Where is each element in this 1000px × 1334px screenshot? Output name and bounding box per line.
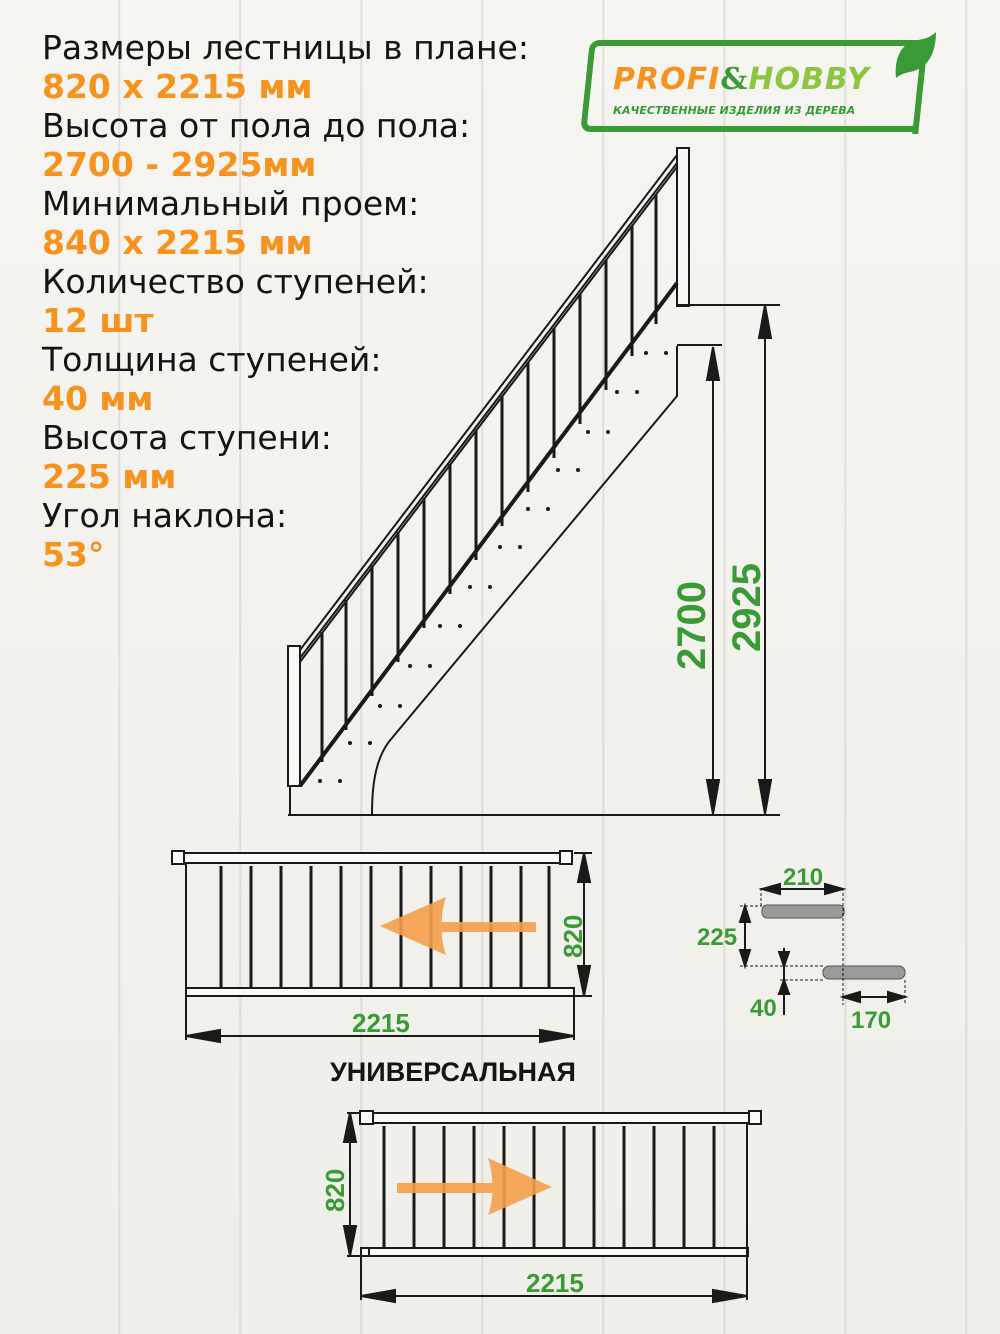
plan-right-length-label: 2215 <box>526 1268 584 1298</box>
spec-value: 840 x 2215 мм <box>42 223 313 262</box>
direction-arrow-right-icon <box>397 1158 552 1215</box>
spec-value: 53° <box>42 535 105 574</box>
spec-label: Минимальный проем: <box>42 184 420 223</box>
plan-left-width-label: 820 <box>558 915 588 958</box>
height-min-label: 2700 <box>670 581 714 670</box>
spec-value: 40 мм <box>42 379 154 418</box>
brand-logo: PROFI&HOBBY КАЧЕСТВЕННЫЕ ИЗДЕЛИЯ ИЗ ДЕРЕ… <box>580 32 940 138</box>
spec-label: Размеры лестницы в плане: <box>42 28 529 67</box>
balusters <box>320 194 658 762</box>
plan-left-length-label: 2215 <box>352 1008 410 1038</box>
spec-value: 12 шт <box>42 301 154 340</box>
tread-depth-label: 210 <box>783 864 823 891</box>
plan-right-width-label: 820 <box>320 1169 350 1212</box>
rise-label: 225 <box>697 924 737 951</box>
thickness-label: 40 <box>750 995 777 1022</box>
spec-label: Толщина ступеней: <box>42 340 382 379</box>
logo-ampersand: & <box>720 62 749 97</box>
specs-list: Размеры лестницы в плане: 820 x 2215 мм … <box>42 28 529 574</box>
spec-value: 225 мм <box>42 457 177 496</box>
logo-hobby: HOBBY <box>748 62 870 97</box>
spec-label: Высота ступени: <box>42 418 332 457</box>
logo-profi: PROFI <box>613 62 721 97</box>
height-max-label: 2925 <box>725 563 769 652</box>
spec-value: 820 x 2215 мм <box>42 67 313 106</box>
logo-title: PROFI&HOBBY <box>613 62 870 97</box>
leaf-icon <box>895 32 936 78</box>
spec-value: 2700 - 2925мм <box>42 145 317 184</box>
direction-arrow-left-icon <box>380 897 536 955</box>
spec-label: Количество ступеней: <box>42 262 429 301</box>
screw-dots <box>318 351 668 783</box>
spec-label: Высота от пола до пола: <box>42 106 471 145</box>
logo-subtitle: КАЧЕСТВЕННЫЕ ИЗДЕЛИЯ ИЗ ДЕРЕВА <box>613 104 856 117</box>
staircase-type-caption: УНИВЕРСАЛЬНАЯ <box>330 1057 576 1087</box>
going-label: 170 <box>851 1007 891 1034</box>
spec-label: Угол наклона: <box>42 496 288 535</box>
